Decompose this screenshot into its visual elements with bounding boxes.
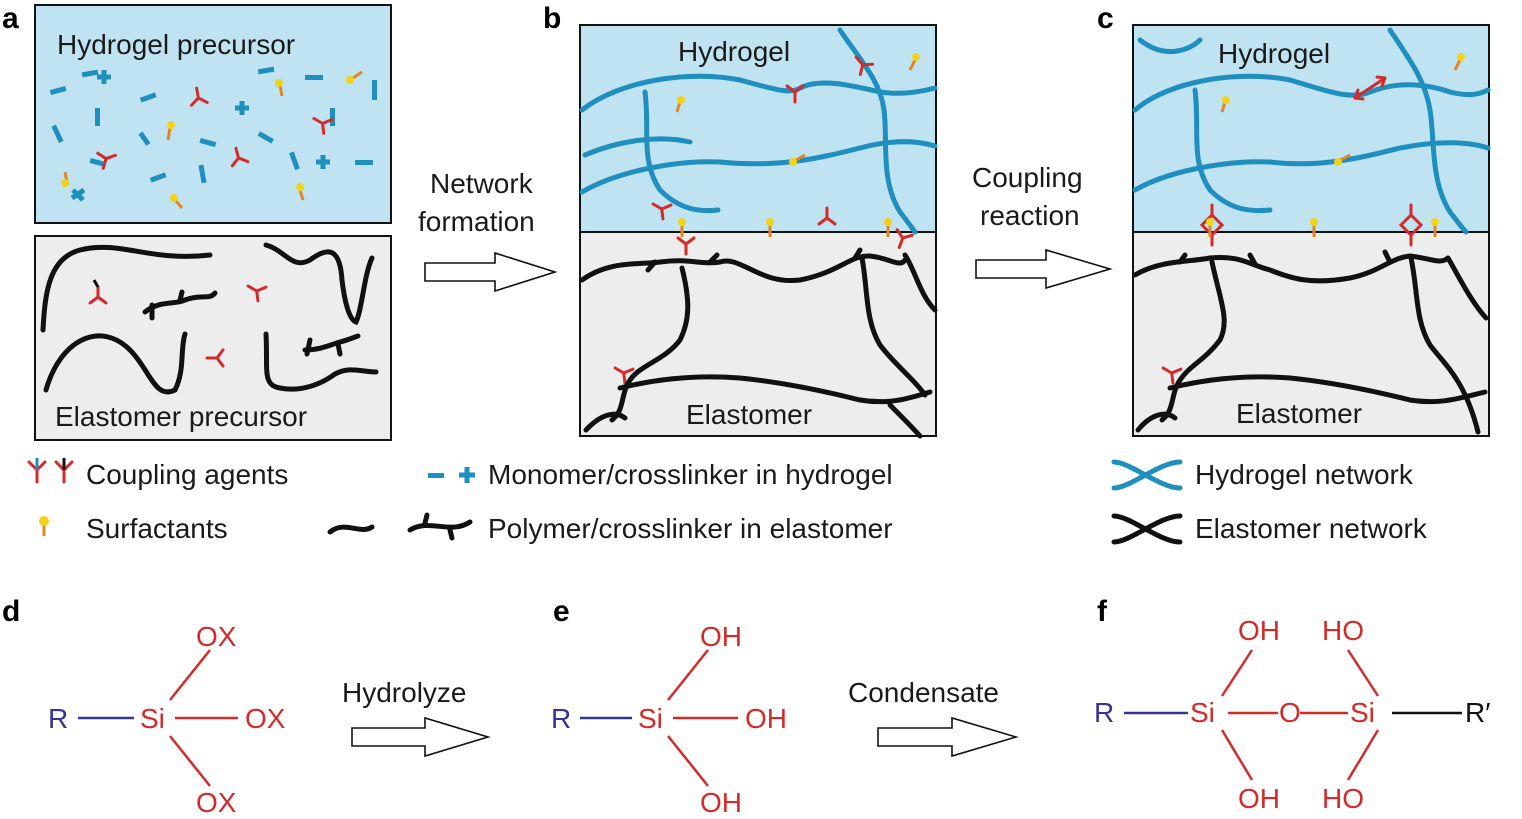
panel-f-oh-top-left: OH (1238, 615, 1280, 646)
legend-hydrogel-network-icon (1111, 459, 1183, 491)
legend-surfactant-icon (39, 516, 49, 536)
panel-c-elastomer-network (1132, 249, 1489, 435)
legend-coupling-icon (27, 458, 74, 484)
panel-d-structure (78, 649, 238, 787)
arrow-bc (975, 248, 1113, 290)
panel-b-surfactants (675, 53, 920, 237)
panel-b-hydrogel-label: Hydrogel (678, 36, 790, 67)
panel-e-letter: e (553, 595, 570, 628)
panel-a-hydrogel-label: Hydrogel precursor (57, 29, 295, 60)
panel-e-structure (580, 649, 738, 787)
legend-elastomer-network-label: Elastomer network (1195, 513, 1428, 544)
arrow-ab-label-line2: formation (418, 206, 535, 237)
panel-d-r: R (48, 703, 68, 734)
panel-d-ox-bottom: OX (196, 787, 237, 818)
panel-f-letter: f (1097, 595, 1108, 628)
panel-a-elastomer-coupling-agents (88, 279, 268, 368)
arrow-de-label: Hydrolyze (342, 677, 466, 708)
legend-monomer-icon (428, 467, 475, 483)
panel-d-ox-top: OX (196, 621, 237, 652)
panel-c-elastomer-label: Elastomer (1236, 398, 1362, 429)
panel-f-si-right: Si (1350, 697, 1375, 728)
panel-f-oh-bottom-left: OH (1238, 783, 1280, 814)
legend-surfactant-label: Surfactants (86, 513, 228, 544)
panel-e-oh-right: OH (745, 703, 787, 734)
panel-b-coupling-agents (613, 55, 914, 385)
panel-c-surfactants (1206, 53, 1465, 237)
panel-a-elastomer-label: Elastomer precursor (55, 401, 307, 432)
legend-monomer-label: Monomer/crosslinker in hydrogel (488, 459, 893, 490)
arrow-de (351, 716, 491, 758)
arrow-bc-label-line2: reaction (980, 200, 1080, 231)
legend-coupling-label: Coupling agents (86, 459, 288, 490)
panel-f-ho-top-right: HO (1322, 615, 1364, 646)
panel-a-surfactants (61, 70, 363, 209)
panel-c-coupling-bonds (1161, 75, 1424, 385)
panel-f-r-prime: R′ (1465, 697, 1490, 728)
panel-c-hydrogel-network (1132, 27, 1491, 235)
panel-c-hydrogel-box (1132, 24, 1490, 233)
legend-elastomer-network-icon (1111, 513, 1183, 545)
panel-c-letter: c (1097, 2, 1114, 35)
panel-a-monomers (49, 66, 377, 202)
arrow-ef-label: Condensate (848, 677, 999, 708)
panel-a-hydrogel-coupling-agents (96, 86, 334, 170)
panel-f-ho-bottom-right: HO (1322, 783, 1364, 814)
panel-b-elastomer-label: Elastomer (686, 399, 812, 430)
panel-e-r: R (551, 703, 571, 734)
arrow-ab-label-line1: Network (430, 168, 534, 199)
panel-f-r: R (1094, 697, 1114, 728)
panel-d-letter: d (2, 595, 20, 628)
panel-e-oh-bottom: OH (700, 787, 742, 818)
panel-b-letter: b (543, 2, 561, 35)
panel-f-o: O (1279, 697, 1301, 728)
arrow-ef (877, 716, 1019, 758)
panel-b-hydrogel-box (579, 24, 937, 233)
panel-b-elastomer-network (579, 247, 938, 439)
legend-polymer-label: Polymer/crosslinker in elastomer (488, 513, 893, 544)
panel-f-si-left: Si (1190, 697, 1215, 728)
panel-d-si: Si (140, 703, 165, 734)
panel-e-si: Si (638, 703, 663, 734)
legend-polymer-icon (327, 512, 473, 541)
panel-a-letter: a (2, 2, 19, 35)
panel-a-elastomer-chains (40, 242, 379, 395)
panel-e-oh-top: OH (700, 621, 742, 652)
legend-hydrogel-network-label: Hydrogel network (1195, 459, 1414, 490)
arrow-bc-label-line1: Coupling (972, 162, 1083, 193)
panel-c-hydrogel-label: Hydrogel (1218, 38, 1330, 69)
arrow-ab (424, 251, 558, 293)
panel-f-structure (1124, 649, 1462, 781)
panel-d-ox-right: OX (245, 703, 286, 734)
